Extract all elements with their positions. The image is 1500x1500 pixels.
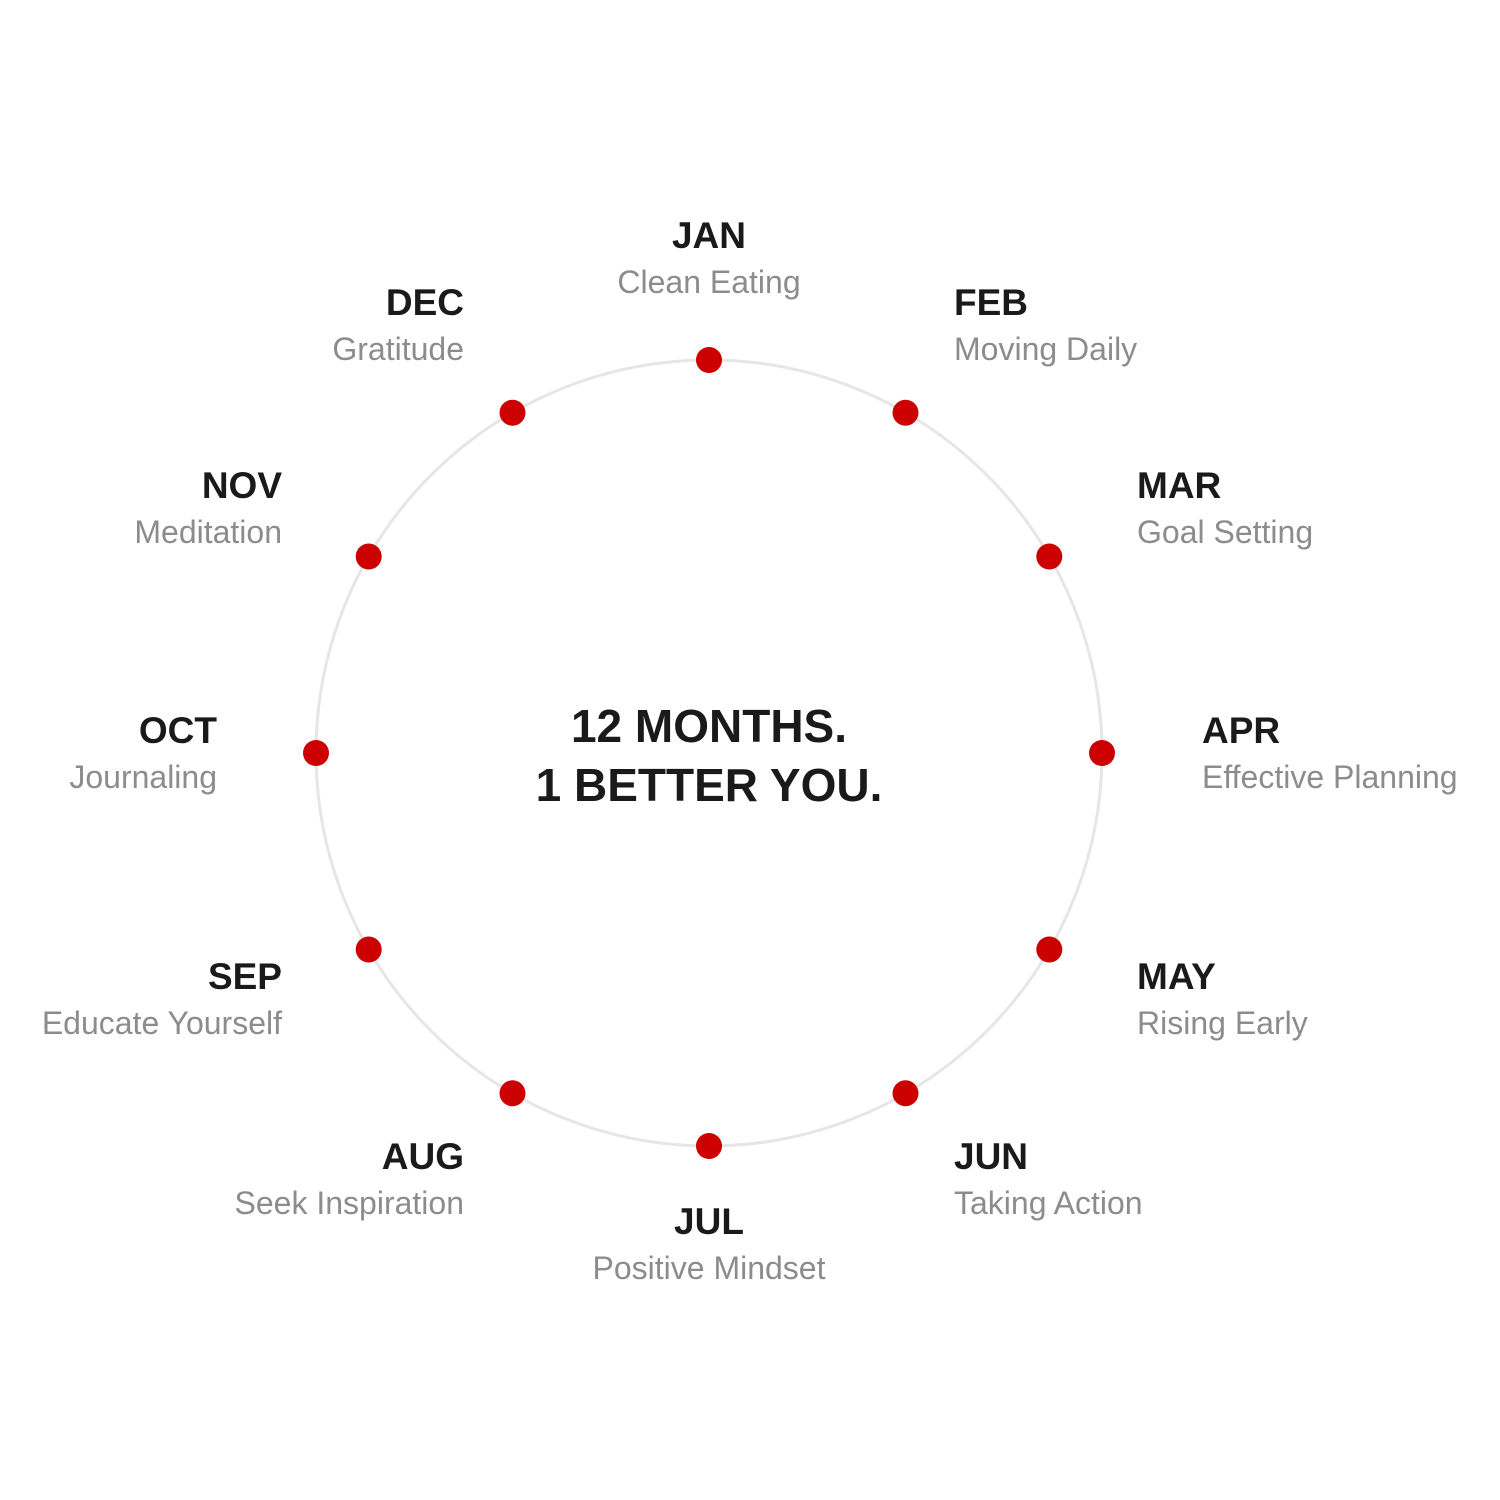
month-label-jul: JUL Positive Mindset <box>593 1201 826 1286</box>
month-name: JUN <box>954 1136 1028 1177</box>
habit-name: Positive Mindset <box>593 1250 826 1286</box>
month-name: SEP <box>208 956 282 997</box>
month-label-nov: NOV Meditation <box>134 465 282 550</box>
month-label-jan: JAN Clean Eating <box>617 215 800 300</box>
habit-name: Moving Daily <box>954 331 1137 367</box>
month-label-dec: DEC Gratitude <box>332 282 464 367</box>
habit-name: Effective Planning <box>1202 759 1458 795</box>
month-dot-oct <box>303 740 329 766</box>
month-dot-nov <box>355 543 382 570</box>
month-name: DEC <box>386 282 464 323</box>
month-dot-jun <box>892 1080 919 1107</box>
month-label-aug: AUG Seek Inspiration <box>235 1136 464 1221</box>
month-label-oct: OCT Journaling <box>69 710 217 795</box>
month-name: FEB <box>954 282 1028 323</box>
habit-name: Taking Action <box>954 1185 1143 1221</box>
month-dot-dec <box>499 399 526 426</box>
month-dot-jul <box>696 1133 722 1159</box>
habit-name: Educate Yourself <box>42 1005 282 1041</box>
month-label-apr: APR Effective Planning <box>1202 710 1458 795</box>
habit-name: Goal Setting <box>1137 514 1313 550</box>
month-label-may: MAY Rising Early <box>1137 956 1308 1041</box>
month-name: OCT <box>139 710 218 751</box>
center-title-line-1: 12 MONTHS. <box>571 700 847 752</box>
month-name: MAY <box>1137 956 1216 997</box>
month-dot-aug <box>499 1080 526 1107</box>
habit-name: Seek Inspiration <box>235 1185 464 1221</box>
month-name: JUL <box>674 1201 744 1242</box>
month-label-sep: SEP Educate Yourself <box>42 956 282 1041</box>
center-title-line-2: 1 BETTER YOU. <box>536 759 883 811</box>
habit-name: Meditation <box>134 514 282 550</box>
habit-name: Clean Eating <box>617 264 800 300</box>
month-dot-may <box>1036 936 1063 963</box>
month-name: JAN <box>672 215 746 256</box>
month-dot-sep <box>355 936 382 963</box>
month-dot-jan <box>696 347 722 373</box>
ring-circle <box>314 358 1104 1148</box>
month-name: APR <box>1202 710 1280 751</box>
month-dot-feb <box>892 399 919 426</box>
month-dots <box>303 347 1115 1159</box>
month-name: NOV <box>202 465 283 506</box>
month-label-feb: FEB Moving Daily <box>954 282 1137 367</box>
month-dot-mar <box>1036 543 1063 570</box>
month-name: MAR <box>1137 465 1221 506</box>
habit-name: Rising Early <box>1137 1005 1308 1041</box>
month-name: AUG <box>382 1136 464 1177</box>
month-dot-apr <box>1089 740 1115 766</box>
month-label-mar: MAR Goal Setting <box>1137 465 1313 550</box>
month-label-jun: JUN Taking Action <box>954 1136 1143 1221</box>
habit-name: Gratitude <box>332 331 464 367</box>
habit-name: Journaling <box>69 759 217 795</box>
